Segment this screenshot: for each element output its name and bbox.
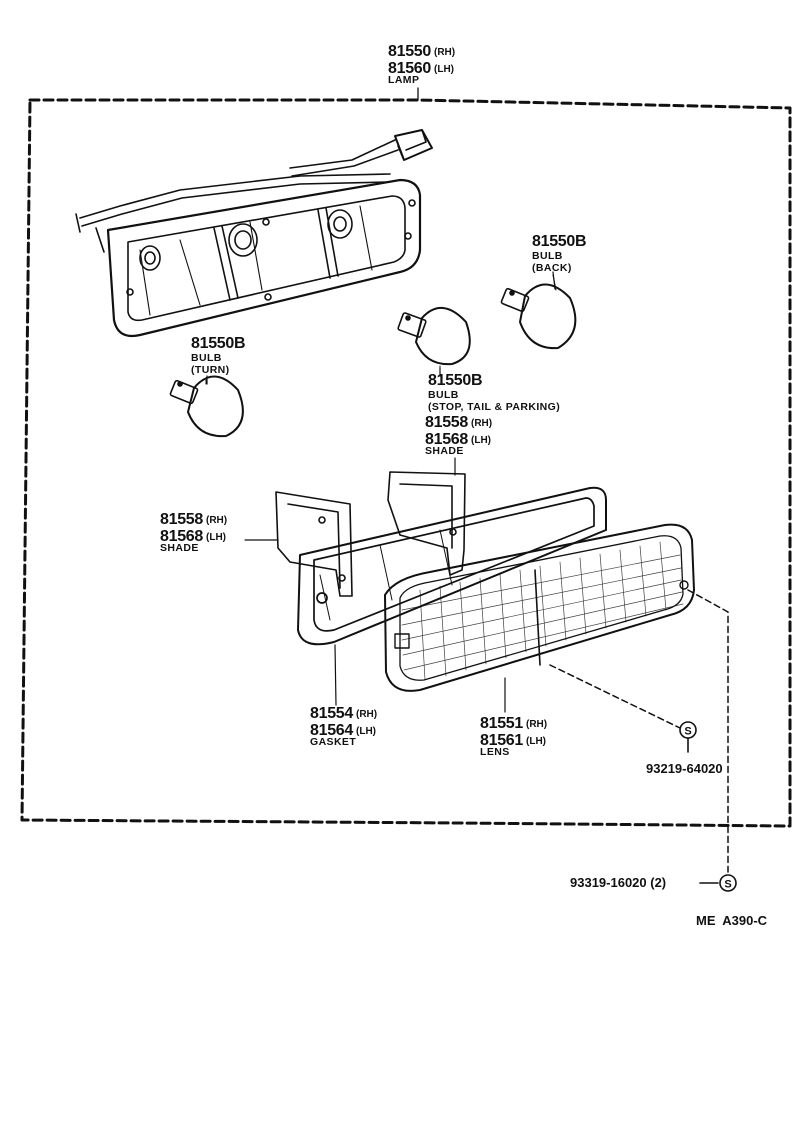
shade-upper-part-rh: 81558 bbox=[425, 414, 468, 431]
shade-upper-side-lh: (LH) bbox=[471, 435, 491, 446]
bulb-back bbox=[500, 274, 577, 350]
bulb-turn-part: 81550B bbox=[191, 335, 246, 352]
lens-side-rh: (RH) bbox=[526, 719, 548, 730]
shade-upper-side-rh: (RH) bbox=[471, 418, 493, 429]
shade-left-side-lh: (LH) bbox=[206, 532, 226, 543]
shade-upper-name: SHADE bbox=[425, 445, 464, 457]
bulb-stop-name2: (STOP, TAIL & PARKING) bbox=[428, 400, 561, 413]
bulb-turn-name1: BULB bbox=[191, 352, 222, 364]
lamp-part-lh: 81560 bbox=[388, 60, 431, 77]
label-lamp: 81550(RH) 81560(LH) LAMP bbox=[388, 44, 455, 86]
lamp-name: LAMP bbox=[388, 74, 420, 86]
bulb-stop-name1: BULB bbox=[428, 389, 459, 401]
bulb-stop-tail-parking bbox=[397, 307, 471, 373]
screw-93319-symbol: S bbox=[724, 879, 731, 891]
assembly-boundary bbox=[20, 98, 792, 828]
bulb-turn-name2: (TURN) bbox=[191, 363, 230, 376]
lens-name: LENS bbox=[480, 746, 510, 758]
shade-left bbox=[244, 491, 353, 597]
label-lens: 81551(RH) 81561(LH) LENS bbox=[480, 716, 547, 758]
lens bbox=[384, 523, 695, 713]
screw-93319-part: 93319-16020 (2) bbox=[570, 875, 667, 890]
shade-upper-part-lh: 81568 bbox=[425, 431, 468, 448]
gasket-side-lh: (LH) bbox=[356, 726, 376, 737]
lens-part-rh: 81551 bbox=[480, 715, 523, 732]
gasket bbox=[297, 486, 607, 706]
label-gasket: 81554(RH) 81564(LH) GASKET bbox=[310, 706, 377, 748]
bulb-back-part: 81550B bbox=[532, 233, 587, 250]
gasket-side-rh: (RH) bbox=[356, 709, 378, 720]
shade-left-name: SHADE bbox=[160, 542, 199, 554]
shade-left-part-lh: 81568 bbox=[160, 528, 203, 545]
gasket-name: GASKET bbox=[310, 736, 357, 748]
bulb-stop-part: 81550B bbox=[428, 372, 483, 389]
shade-upper bbox=[387, 457, 466, 576]
screw-93219-part: 93219-64020 bbox=[646, 761, 723, 776]
label-shade-left: 81558(RH) 81568(LH) SHADE bbox=[160, 512, 227, 554]
shade-left-part-rh: 81558 bbox=[160, 511, 203, 528]
screw-93219 bbox=[679, 721, 697, 753]
screw-93219-symbol: S bbox=[684, 726, 691, 738]
bulb-leaders bbox=[206, 271, 556, 385]
lamp-side-lh: (LH) bbox=[434, 64, 454, 75]
figure-code: ME A390-C bbox=[696, 913, 768, 928]
lamp-housing bbox=[75, 129, 433, 338]
lamp-side-rh: (RH) bbox=[434, 47, 456, 58]
label-bulb-back: 81550B BULB (BACK) bbox=[532, 233, 587, 274]
lens-side-lh: (LH) bbox=[526, 736, 546, 747]
lens-part-lh: 81561 bbox=[480, 732, 523, 749]
gasket-part-lh: 81564 bbox=[310, 722, 353, 739]
label-bulb-turn: 81550B BULB (TURN) bbox=[191, 335, 246, 376]
shade-left-side-rh: (RH) bbox=[206, 515, 228, 526]
lamp-part-rh: 81550 bbox=[388, 43, 431, 60]
bulb-back-name2: (BACK) bbox=[532, 261, 572, 274]
screw-93319 bbox=[699, 874, 737, 892]
bulb-back-name1: BULB bbox=[532, 250, 563, 262]
label-shade-upper: 81558(RH) 81568(LH) SHADE bbox=[425, 415, 492, 457]
bulb-turn bbox=[169, 375, 244, 438]
label-bulb-stop: 81550B BULB (STOP, TAIL & PARKING) bbox=[428, 373, 560, 412]
gasket-part-rh: 81554 bbox=[310, 705, 353, 722]
screw-leaders bbox=[549, 589, 729, 873]
